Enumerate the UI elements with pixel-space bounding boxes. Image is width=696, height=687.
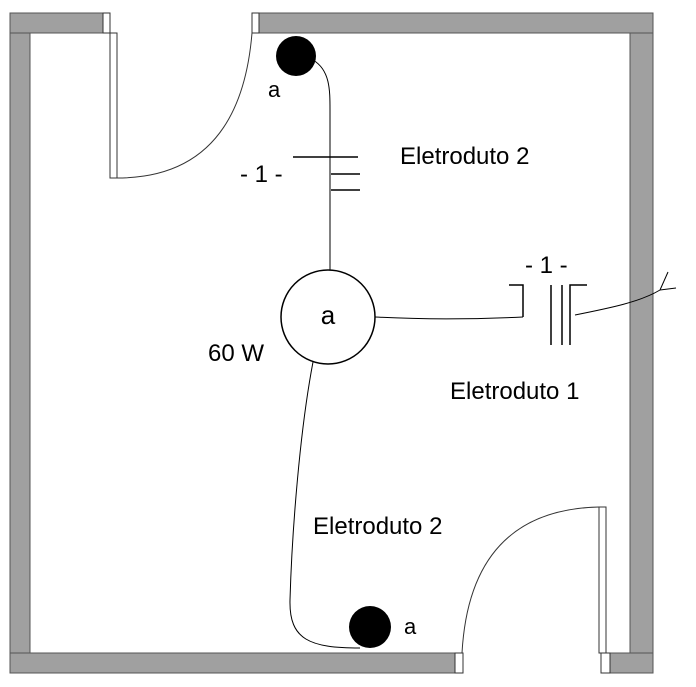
conductor-marks-top xyxy=(293,156,360,191)
door-jamb-right xyxy=(251,12,260,34)
wall-bottom-right xyxy=(609,652,654,674)
lamp-power-label: 60 W xyxy=(208,340,264,367)
lamp-fixture xyxy=(280,269,376,365)
switch-top-label: a xyxy=(268,77,281,102)
switch-bottom-label: a xyxy=(404,614,417,639)
door-swing-arc xyxy=(116,32,253,179)
wall-top-left xyxy=(9,12,104,34)
door-jamb-left xyxy=(454,652,464,674)
conduit-top-label: Eletroduto 2 xyxy=(400,143,529,170)
wall-left xyxy=(9,12,31,674)
conductor-marks-right xyxy=(509,284,587,345)
door-leaf xyxy=(109,32,118,179)
walls xyxy=(9,12,654,674)
wire-right-feed xyxy=(374,289,661,320)
door-bottom xyxy=(454,506,611,674)
wall-top-right xyxy=(258,12,654,34)
switch-top xyxy=(276,36,316,76)
wire-top-switch xyxy=(312,59,331,270)
feed-arrow-icon xyxy=(659,271,677,291)
conductor-count-right: - 1 - xyxy=(525,252,568,279)
conduit-bottom-label: Eletroduto 2 xyxy=(313,513,442,540)
switch-bottom xyxy=(349,606,391,648)
conductor-count-top: - 1 - xyxy=(240,161,283,188)
door-jamb-right xyxy=(600,652,611,674)
lamp-label: a xyxy=(321,300,336,330)
door-swing-arc xyxy=(461,506,600,654)
wire-bottom-switch xyxy=(289,361,361,649)
door-top xyxy=(102,12,260,179)
wall-right xyxy=(629,12,654,674)
conduit-right-label: Eletroduto 1 xyxy=(450,378,579,405)
wiring xyxy=(289,59,661,649)
door-jamb-left xyxy=(102,12,111,34)
wall-bottom-left xyxy=(9,652,456,674)
door-leaf xyxy=(598,506,607,654)
